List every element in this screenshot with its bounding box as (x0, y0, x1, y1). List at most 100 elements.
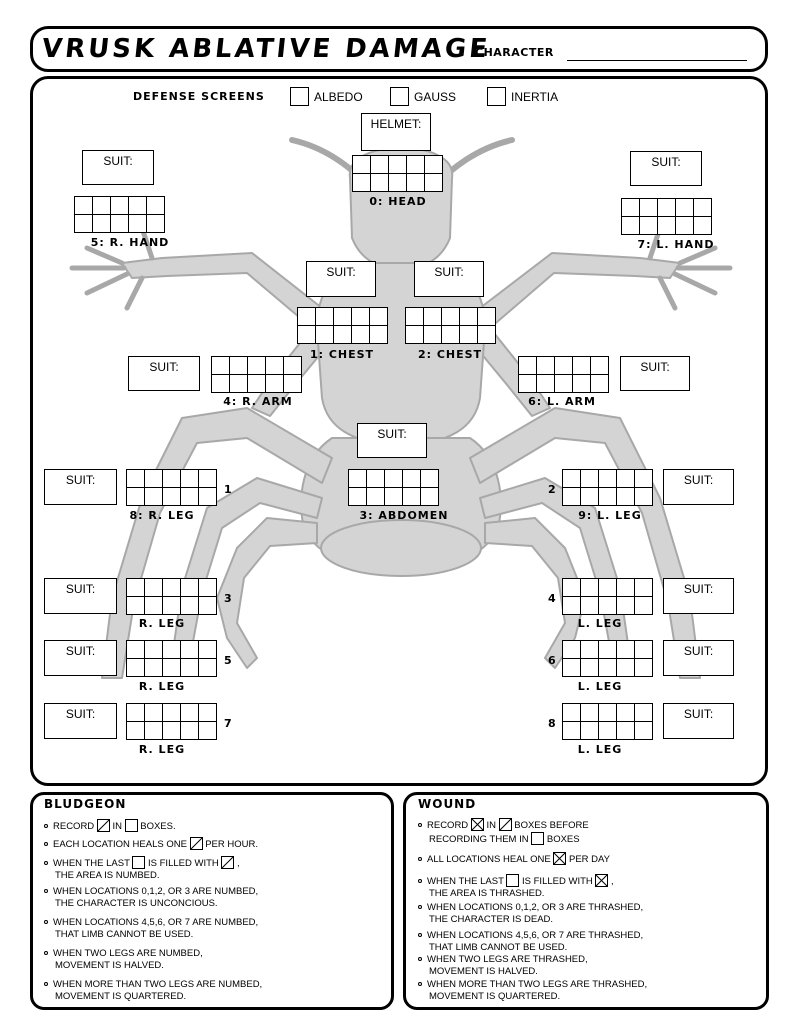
damage-box[interactable] (212, 357, 230, 375)
damage-box[interactable] (163, 659, 181, 677)
damage-box[interactable] (266, 375, 284, 393)
damage-box[interactable] (658, 199, 676, 217)
damage-grid-head[interactable] (352, 155, 443, 192)
damage-box[interactable] (424, 308, 442, 326)
damage-grid-l-leg-2[interactable] (562, 469, 653, 506)
damage-box[interactable] (230, 375, 248, 393)
damage-box[interactable] (635, 470, 653, 488)
damage-box[interactable] (93, 215, 111, 233)
damage-box[interactable] (367, 470, 385, 488)
damage-box[interactable] (370, 326, 388, 344)
damage-box[interactable] (599, 704, 617, 722)
damage-box[interactable] (284, 375, 302, 393)
damage-box[interactable] (563, 470, 581, 488)
suit-box-l-leg-8[interactable]: SUIT: (663, 703, 734, 739)
damage-box[interactable] (478, 326, 496, 344)
damage-box[interactable] (407, 174, 425, 192)
damage-box[interactable] (75, 197, 93, 215)
damage-box[interactable] (591, 375, 609, 393)
damage-box[interactable] (599, 722, 617, 740)
damage-box[interactable] (563, 722, 581, 740)
damage-box[interactable] (635, 641, 653, 659)
damage-box[interactable] (442, 326, 460, 344)
damage-box[interactable] (421, 488, 439, 506)
damage-box[interactable] (581, 597, 599, 615)
damage-box[interactable] (181, 704, 199, 722)
damage-box[interactable] (181, 659, 199, 677)
suit-box-r-hand[interactable]: SUIT: (82, 150, 154, 185)
damage-box[interactable] (424, 326, 442, 344)
damage-box[interactable] (407, 156, 425, 174)
damage-box[interactable] (460, 326, 478, 344)
suit-box-r-leg-7[interactable]: SUIT: (44, 703, 117, 739)
damage-box[interactable] (145, 579, 163, 597)
damage-box[interactable] (127, 659, 145, 677)
damage-grid-r-leg-7[interactable] (126, 703, 217, 740)
damage-box[interactable] (425, 174, 443, 192)
suit-box-r-leg-1[interactable]: SUIT: (44, 469, 117, 505)
damage-box[interactable] (248, 375, 266, 393)
damage-box[interactable] (581, 488, 599, 506)
damage-box[interactable] (694, 217, 712, 235)
damage-box[interactable] (406, 326, 424, 344)
damage-box[interactable] (111, 215, 129, 233)
damage-box[interactable] (181, 597, 199, 615)
damage-box[interactable] (316, 326, 334, 344)
inertia-checkbox[interactable] (487, 87, 506, 106)
damage-grid-l-leg-4[interactable] (562, 578, 653, 615)
damage-box[interactable] (93, 197, 111, 215)
damage-box[interactable] (537, 375, 555, 393)
damage-box[interactable] (181, 641, 199, 659)
damage-box[interactable] (248, 357, 266, 375)
damage-box[interactable] (181, 488, 199, 506)
gauss-checkbox[interactable] (390, 87, 409, 106)
damage-box[interactable] (129, 215, 147, 233)
damage-box[interactable] (617, 704, 635, 722)
damage-box[interactable] (622, 217, 640, 235)
damage-box[interactable] (635, 704, 653, 722)
suit-box-r-arm[interactable]: SUIT: (128, 356, 200, 391)
damage-box[interactable] (163, 722, 181, 740)
damage-box[interactable] (581, 470, 599, 488)
damage-box[interactable] (334, 308, 352, 326)
suit-box-chest-2[interactable]: SUIT: (414, 261, 484, 297)
damage-box[interactable] (599, 579, 617, 597)
damage-box[interactable] (555, 375, 573, 393)
damage-box[interactable] (617, 659, 635, 677)
damage-box[interactable] (127, 597, 145, 615)
damage-box[interactable] (147, 197, 165, 215)
suit-box-l-leg-6[interactable]: SUIT: (663, 640, 734, 676)
damage-box[interactable] (212, 375, 230, 393)
damage-box[interactable] (145, 597, 163, 615)
damage-box[interactable] (147, 215, 165, 233)
damage-box[interactable] (617, 641, 635, 659)
damage-box[interactable] (563, 641, 581, 659)
damage-box[interactable] (111, 197, 129, 215)
damage-box[interactable] (298, 308, 316, 326)
damage-box[interactable] (181, 722, 199, 740)
damage-box[interactable] (145, 470, 163, 488)
damage-box[interactable] (181, 470, 199, 488)
damage-box[interactable] (478, 308, 496, 326)
damage-box[interactable] (199, 488, 217, 506)
damage-box[interactable] (199, 641, 217, 659)
damage-box[interactable] (694, 199, 712, 217)
damage-grid-r-leg-3[interactable] (126, 578, 217, 615)
damage-box[interactable] (617, 488, 635, 506)
damage-box[interactable] (573, 375, 591, 393)
damage-grid-r-leg-1[interactable] (126, 469, 217, 506)
damage-box[interactable] (163, 579, 181, 597)
damage-box[interactable] (537, 357, 555, 375)
damage-box[interactable] (406, 308, 424, 326)
damage-grid-abdomen[interactable] (348, 469, 439, 506)
damage-box[interactable] (199, 579, 217, 597)
damage-box[interactable] (367, 488, 385, 506)
damage-box[interactable] (617, 597, 635, 615)
damage-grid-l-leg-8[interactable] (562, 703, 653, 740)
suit-box-r-leg-3[interactable]: SUIT: (44, 578, 117, 614)
damage-box[interactable] (581, 579, 599, 597)
damage-box[interactable] (127, 470, 145, 488)
damage-box[interactable] (676, 199, 694, 217)
damage-box[interactable] (599, 488, 617, 506)
damage-box[interactable] (353, 156, 371, 174)
